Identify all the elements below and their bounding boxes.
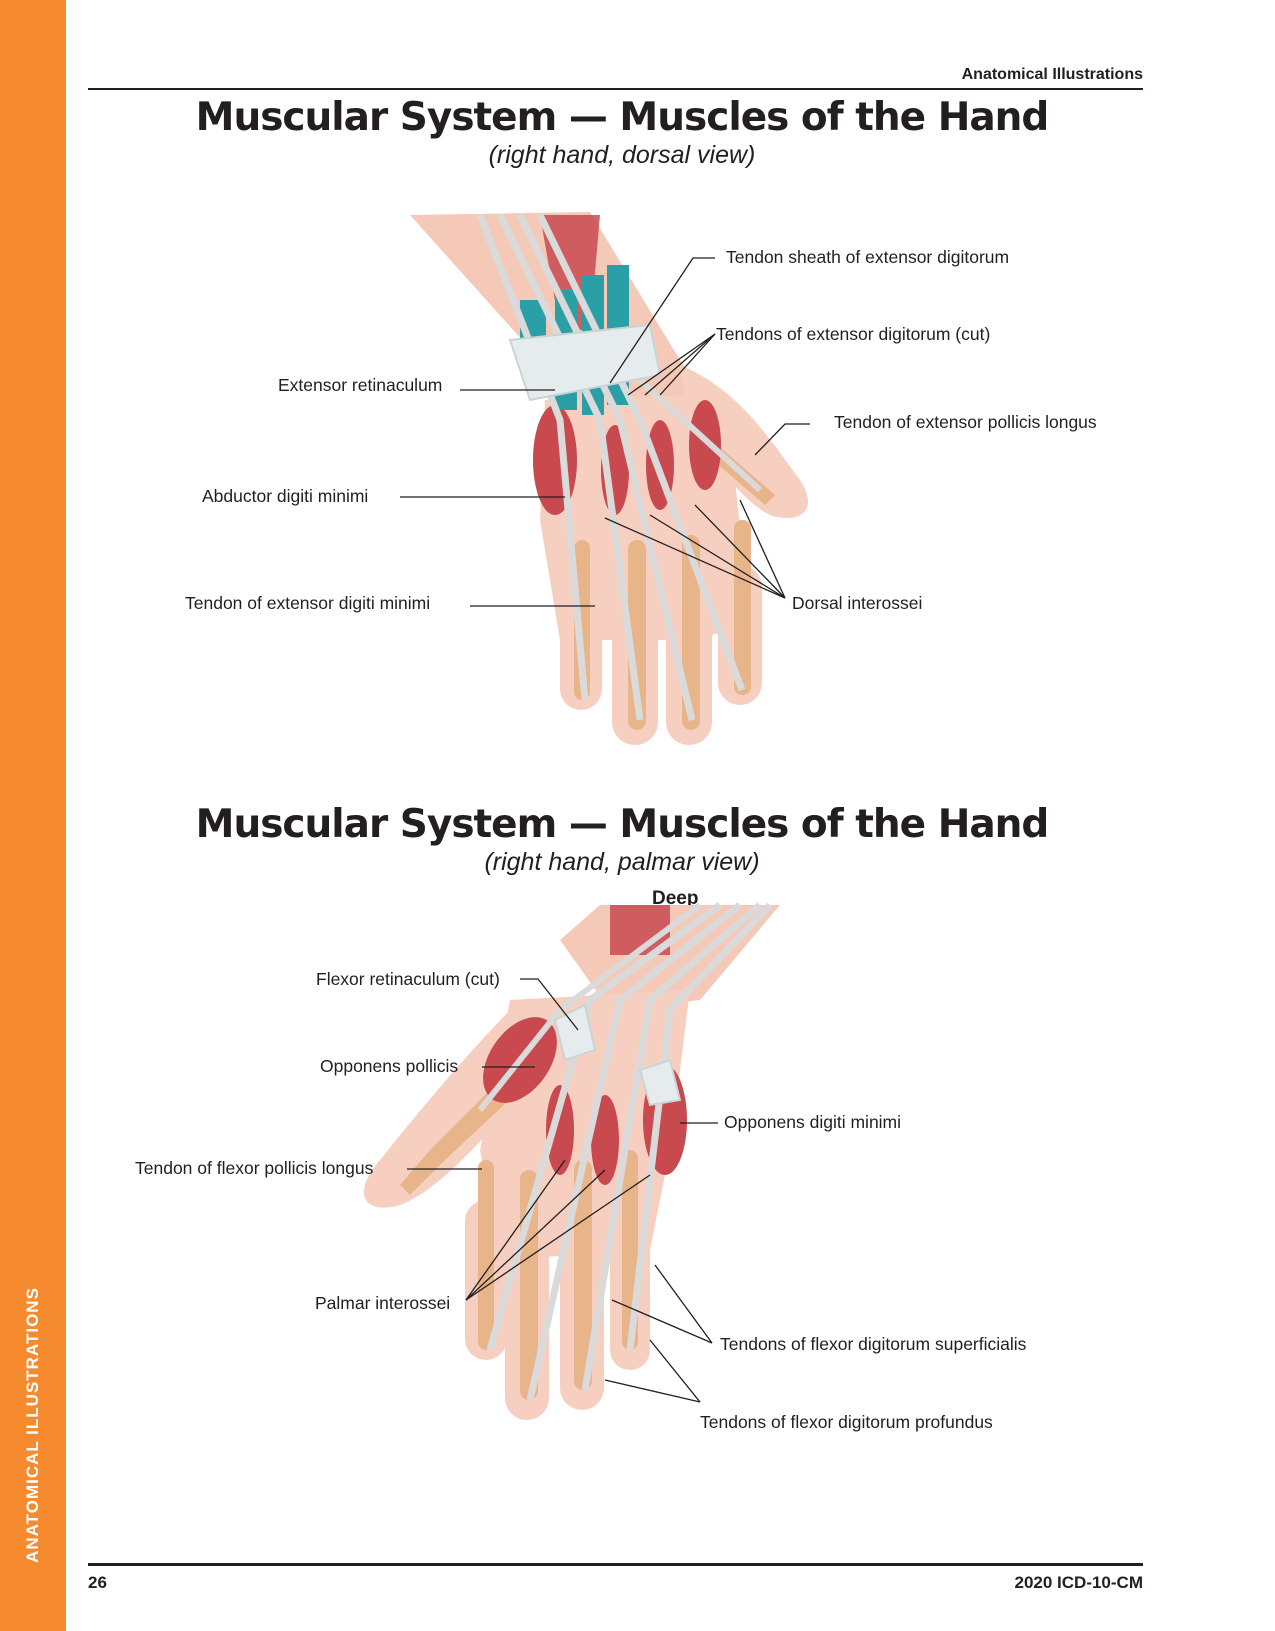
label-tendon-flexor-pollicis-longus: Tendon of flexor pollicis longus	[135, 1158, 374, 1178]
label-opponens-pollicis: Opponens pollicis	[320, 1056, 459, 1076]
label-tendon-extensor-pollicis-longus: Tendon of extensor pollicis longus	[834, 412, 1097, 432]
leader-lines	[400, 257, 810, 1403]
label-palmar-interossei: Palmar interossei	[315, 1293, 451, 1313]
label-dorsal-interossei: Dorsal interossei	[792, 593, 923, 613]
footer-rule	[88, 1563, 1143, 1566]
label-tendons-extensor-digitorum: Tendons of extensor digitorum (cut)	[716, 324, 991, 344]
page-title-palmar: Muscular System — Muscles of the Hand	[195, 802, 1050, 847]
label-flexor-digitorum-superficialis: Tendons of flexor digitorum superficiali…	[720, 1334, 1027, 1354]
running-header: Anatomical Illustrations	[961, 66, 1143, 83]
label-opponens-digiti-minimi: Opponens digiti minimi	[724, 1112, 902, 1132]
subtitle-dorsal: (right hand, dorsal view)	[488, 141, 756, 169]
header-rule	[88, 88, 1143, 90]
book-title: 2020 ICD-10-CM	[1014, 1573, 1144, 1592]
label-tendon-sheath-extensor-digitorum: Tendon sheath of extensor digitorum	[726, 247, 1010, 267]
dorsal-hand-illustration	[410, 212, 809, 745]
page-title-dorsal: Muscular System — Muscles of the Hand	[195, 95, 1050, 140]
layer-label: Deep	[652, 888, 699, 909]
sidebar	[0, 0, 66, 1631]
label-extensor-retinaculum: Extensor retinaculum	[278, 375, 443, 395]
palmar-hand-illustration	[363, 902, 780, 1420]
label-flexor-digitorum-profundus: Tendons of flexor digitorum profundus	[700, 1412, 993, 1432]
label-abductor-digiti-minimi: Abductor digiti minimi	[202, 486, 369, 506]
label-tendon-extensor-digiti-minimi: Tendon of extensor digiti minimi	[185, 593, 431, 613]
label-flexor-retinaculum: Flexor retinaculum (cut)	[316, 969, 500, 989]
subtitle-palmar: (right hand, palmar view)	[484, 848, 760, 876]
page-number: 26	[88, 1573, 107, 1592]
